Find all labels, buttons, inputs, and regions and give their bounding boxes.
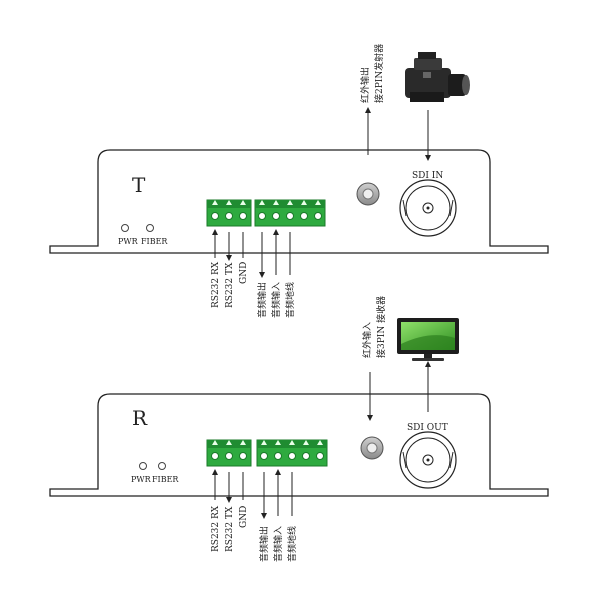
camcorder-icon [405, 52, 470, 102]
audio-terminal [256, 439, 328, 467]
audio-in-label: 音频输入 [270, 282, 282, 318]
receiver-letter: R [132, 406, 148, 430]
monitor-icon [397, 318, 459, 361]
rs232-terminal [206, 199, 252, 227]
fiber-led-label: FIBER [152, 475, 179, 484]
sdi-out-label: SDI OUT [407, 423, 448, 433]
fiber-led [146, 224, 154, 232]
pwr-led [139, 462, 147, 470]
pwr-led-label: PWR [131, 475, 152, 484]
rs232-tx-label: RS232 TX [225, 262, 235, 308]
rs232-rx-label: RS232 RX [211, 505, 221, 552]
rs232-rx-label: RS232 RX [211, 261, 221, 308]
ir-port [356, 182, 380, 206]
ir-output-label: 红外输出 [359, 67, 371, 103]
audio-out-label: 音频输出 [258, 526, 270, 562]
pwr-led [121, 224, 129, 232]
sdi-in-label: SDI IN [412, 171, 443, 181]
ir-output-label-2: 接2PIN发射器 [373, 44, 385, 103]
sdi-out-connector [399, 431, 457, 489]
transmitter-unit: T PWR FIBER [49, 44, 549, 318]
sdi-in-connector [399, 179, 457, 237]
ir-input-label-2: 接3PIN 接收器 [375, 296, 387, 358]
fiber-led-label: FIBER [141, 237, 168, 246]
audio-out-label: 音频输出 [256, 282, 268, 318]
rs232-terminal [206, 439, 252, 467]
ir-input-label: 红外输入 [361, 322, 373, 358]
receiver-unit: R PWR FIBER [49, 296, 549, 562]
fiber-led [158, 462, 166, 470]
audio-gnd-label: 音频地线 [284, 282, 296, 318]
gnd-label: GND [239, 506, 249, 528]
rs232-tx-label: RS232 TX [225, 506, 235, 552]
audio-gnd-label: 音频地线 [286, 526, 298, 562]
gnd-label: GND [239, 262, 249, 284]
audio-terminal [254, 199, 326, 227]
transmitter-letter: T [132, 173, 146, 197]
audio-in-label: 音频输入 [272, 526, 284, 562]
ir-port [360, 436, 384, 460]
pwr-led-label: PWR [118, 237, 139, 246]
